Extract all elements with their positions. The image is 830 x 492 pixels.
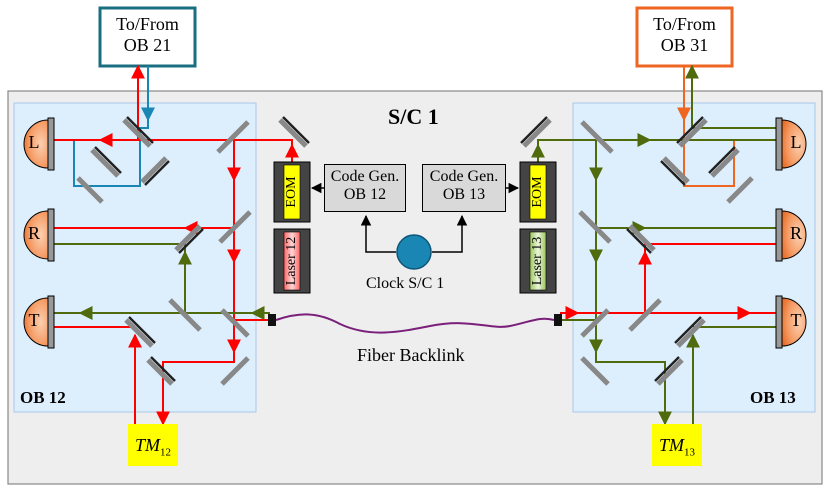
photodiode-left-r	[23, 208, 55, 262]
spacecraft-label: S/C 1	[388, 104, 439, 129]
photodiode-right-r	[775, 208, 807, 262]
eom-right-housing	[519, 161, 557, 223]
external-ob31-line2: OB 31	[660, 35, 709, 55]
external-box-ob31: To/From OB 31	[640, 14, 729, 56]
photodiode-label-right-r: R	[789, 223, 802, 243]
optical-bench-ob13	[572, 102, 816, 413]
fiber-connector-right	[554, 314, 562, 326]
eom-left-housing	[273, 161, 311, 223]
external-ob31-line1: To/From	[653, 14, 716, 34]
bench-label-ob12: OB 12	[20, 388, 66, 407]
laser-12-label: Laser 12	[284, 236, 299, 286]
photodiode-right-t	[775, 295, 807, 349]
photodiode-label-left-t: T	[28, 310, 40, 330]
photodiode-label-right-l: L	[790, 132, 802, 152]
fiber-backlink	[275, 313, 555, 334]
clock-icon	[396, 234, 432, 270]
test-mass-13-base: TM	[658, 435, 684, 455]
test-mass-13: TM13	[652, 424, 702, 466]
test-mass-12-sub: 12	[160, 446, 171, 459]
clock-to-codegen-right	[432, 214, 468, 253]
external-ob21-line1: To/From	[116, 14, 179, 34]
laser-13-label: Laser 13	[530, 236, 545, 286]
fiber-connector-left	[268, 314, 276, 326]
test-mass-12-base: TM	[134, 435, 160, 455]
code-gen-ob13-line1: Code Gen.	[429, 168, 499, 185]
code-gen-ob12-line2: OB 12	[343, 186, 387, 203]
test-mass-13-sub: 13	[684, 446, 695, 459]
photodiode-right-l	[775, 117, 807, 171]
code-gen-ob12: Code Gen. OB 12	[324, 164, 406, 212]
test-mass-12: TM12	[128, 424, 178, 466]
code-gen-ob13: Code Gen. OB 13	[422, 164, 506, 212]
code-gen-ob13-line2: OB 13	[442, 186, 486, 203]
photodiode-left-t	[23, 295, 55, 349]
bench-label-ob13: OB 13	[750, 388, 796, 407]
laser-12-housing	[273, 228, 311, 294]
mirrors-right	[522, 118, 754, 386]
clock-label: Clock S/C 1	[366, 275, 445, 292]
code-gen-ob12-line1: Code Gen.	[330, 168, 400, 185]
eom-right-label: EOM	[530, 176, 545, 208]
laser-13-housing	[519, 228, 557, 294]
fiber-label: Fiber Backlink	[357, 345, 465, 365]
external-ob21-line2: OB 21	[123, 35, 172, 55]
external-box-ob21: To/From OB 21	[103, 14, 192, 56]
mirrors-left	[76, 118, 308, 386]
photodiode-label-left-r: R	[27, 223, 40, 243]
clock-to-codegen-left	[360, 214, 396, 253]
photodiode-label-right-t: T	[790, 310, 802, 330]
eom-left-label: EOM	[284, 176, 299, 208]
photodiode-label-left-l: L	[28, 132, 40, 152]
photodiode-left-l	[23, 117, 55, 171]
